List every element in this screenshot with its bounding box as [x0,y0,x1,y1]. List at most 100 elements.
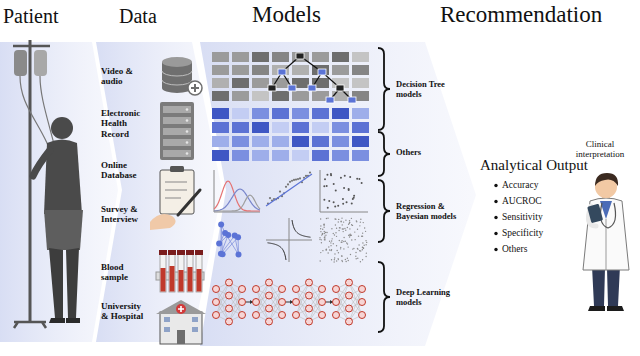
noise-plot [366,242,367,243]
neural-network-symbol [253,312,260,319]
noise-plot [343,237,344,238]
blood-tubes-icon [188,267,193,292]
blood-tubes-icon [161,268,166,292]
noise-plot [321,234,322,235]
noise-plot [335,224,336,225]
server-rack-icon [186,108,189,111]
noise-plot [357,248,358,249]
density-plot [214,181,260,211]
neural-network-symbol [333,286,340,293]
patient-illustration [49,318,80,323]
regression-plot [293,179,295,181]
other-models-grid [312,122,329,133]
bayesian-plot [326,185,328,187]
hospital-icon [178,306,184,312]
hyperbola-plot [266,218,312,262]
noise-plot [319,239,320,240]
other-models-grid [252,136,269,147]
group-brace [378,132,390,176]
caption-label: Clinical interpretation [566,139,634,160]
patient-illustration [13,40,83,328]
noise-plot [348,260,349,261]
neural-network-symbol [266,318,273,325]
blood-tubes-icon [187,254,193,292]
noise-plot [331,228,332,229]
noise-plot [351,235,352,236]
regression-plot [299,177,301,179]
noise-plot [333,243,334,244]
decision-tree-grid [332,52,349,62]
regression-plot [266,174,312,206]
bullet-dot [494,248,497,251]
noise-plot [341,242,342,243]
hyperbola-plot [292,220,311,237]
noise-plot [334,218,335,219]
neural-network-symbol [253,299,260,306]
doctor-illustration [583,173,629,311]
hospital-icon [192,327,198,332]
neural-network-symbol [253,286,260,293]
neural-network-symbol [346,292,353,299]
density-plot [214,189,260,211]
blood-tubes-icon [170,266,175,292]
network-graph [218,221,224,227]
bayesian-plot [323,199,325,201]
flow-chevrons [96,42,222,342]
noise-plot [352,225,353,226]
decision-tree-symbol [268,85,276,91]
noise-plot [334,253,335,254]
neural-network-symbol [306,279,313,286]
decision-tree-grid [232,78,249,88]
noise-plot [358,244,359,245]
noise-plot [320,231,321,232]
noise-plot [331,249,332,250]
decision-tree-grid [272,91,289,101]
doctor-illustration [588,306,624,311]
server-rack-icon [186,141,189,144]
doctor-illustration [592,266,620,306]
decision-tree-grid [212,91,229,101]
output-heading: Analytical Output [480,157,605,174]
survey-clipboard-icon [160,170,194,214]
bayesian-plot [324,178,326,180]
bayesian-plot [333,201,335,203]
other-models-grid [332,108,349,119]
noise-plot [335,219,336,220]
model-group-label: Regression & Bayesian models [396,202,472,222]
decision-tree-grid [232,65,249,75]
other-models-grid [352,122,369,133]
group-brace [378,48,390,130]
noise-plot [323,224,324,225]
database-icon [162,57,202,95]
neural-network-symbol [226,292,233,299]
density-plot [214,195,260,211]
hospital-icon [160,312,202,344]
bullet-dot [494,216,497,219]
decision-tree-grid [332,91,349,101]
patient-illustration [49,248,79,318]
bayesian-plot [353,195,355,197]
server-rack-icon [163,106,191,113]
bullet-dot [494,200,497,203]
neural-network-symbol [346,305,353,312]
noise-plot [360,250,361,251]
noise-plot [329,249,330,250]
column-heading: Models [252,2,352,28]
blood-tubes-icon [169,254,175,292]
other-models-grid [312,136,329,147]
noise-plot [343,248,344,249]
decision-tree-grid [352,65,369,75]
neural-network-symbol [226,279,233,286]
network-graph [220,224,221,253]
regression-plot [297,178,299,180]
noise-plot [336,250,337,251]
other-models-grid [352,136,369,147]
noise-plot [361,236,362,237]
noise-plot [321,242,322,243]
noise-plot [327,217,328,218]
network-graph [235,234,241,240]
decision-tree-grid [252,78,269,88]
decision-tree-grid [232,91,249,101]
bayesian-plot [349,176,351,178]
noise-plot [322,233,323,234]
